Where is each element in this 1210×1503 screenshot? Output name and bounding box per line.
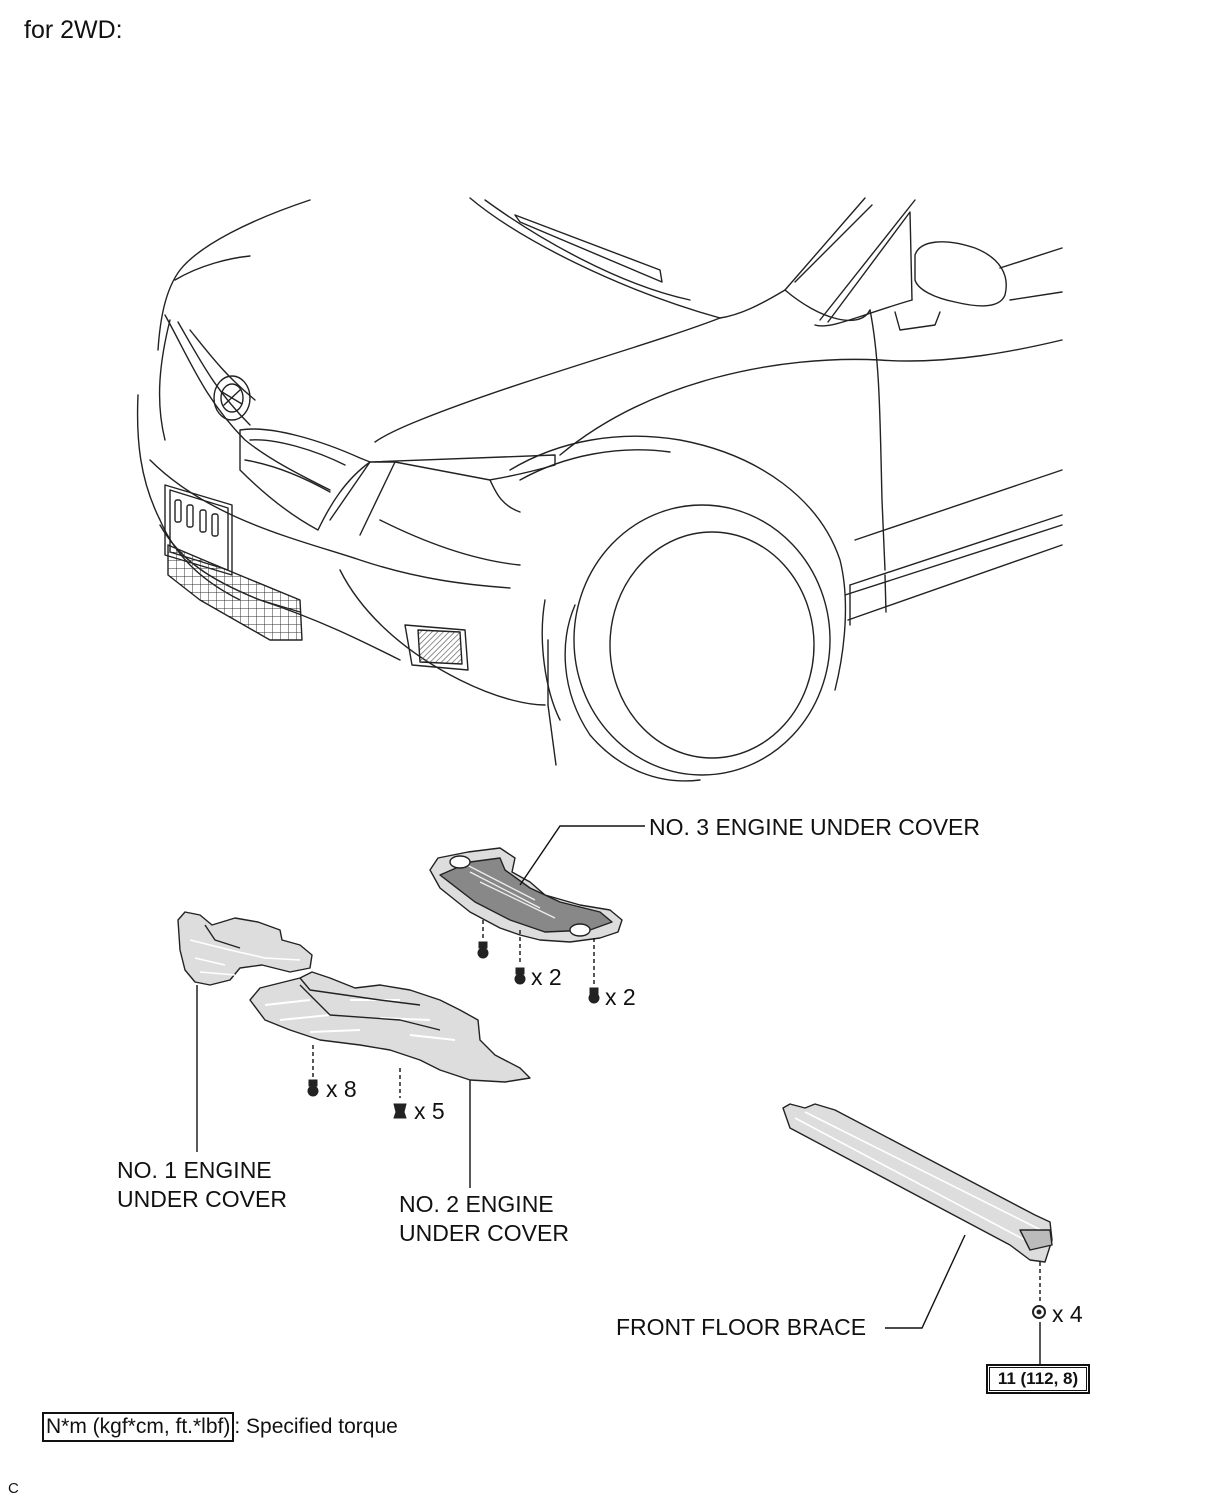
- clip-icon: [393, 1103, 407, 1119]
- no2-engine-under-cover-part: [249, 971, 531, 1083]
- footer-code: C: [8, 1480, 19, 1497]
- front-floor-brace-part: [782, 1103, 1053, 1263]
- no2-engine-under-cover-label: NO. 2 ENGINE UNDER COVER: [399, 1190, 569, 1248]
- front-floor-brace-label: FRONT FLOOR BRACE: [616, 1314, 867, 1340]
- no2-left-fastener-qty: x 8: [326, 1076, 357, 1102]
- vehicle-front-illustration: [136, 197, 1063, 782]
- no1-label-line2: UNDER COVER: [117, 1186, 287, 1212]
- nut-icon: [1032, 1305, 1046, 1319]
- bolt-icon: [477, 941, 489, 959]
- no3-left-fastener-qty: x 2: [531, 964, 562, 990]
- no3-engine-under-cover-part: [429, 847, 623, 943]
- legend-description: : Specified torque: [234, 1415, 398, 1438]
- no2-right-fastener-qty: x 5: [414, 1098, 445, 1124]
- brace-fastener-qty: x 4: [1052, 1301, 1083, 1327]
- bolt-icon: [307, 1079, 319, 1097]
- torque-spec-box: 11 (112, 8): [986, 1364, 1090, 1394]
- no1-engine-under-cover-part: [177, 911, 313, 986]
- no3-right-fastener-qty: x 2: [605, 984, 636, 1010]
- fastener-icons: [307, 941, 1046, 1319]
- no2-label-line1: NO. 2 ENGINE: [399, 1191, 554, 1217]
- no2-label-line2: UNDER COVER: [399, 1220, 569, 1246]
- torque-legend: N*m (kgf*cm, ft.*lbf): Specified torque: [42, 1412, 398, 1442]
- no1-label-line1: NO. 1 ENGINE: [117, 1157, 272, 1183]
- bolt-icon: [514, 967, 526, 985]
- no3-engine-under-cover-label: NO. 3 ENGINE UNDER COVER: [649, 814, 980, 840]
- section-heading: for 2WD:: [24, 16, 123, 44]
- leader-lines: [196, 825, 1041, 1364]
- bolt-icon: [588, 987, 600, 1004]
- no1-engine-under-cover-label: NO. 1 ENGINE UNDER COVER: [117, 1156, 287, 1214]
- legend-unit-box: N*m (kgf*cm, ft.*lbf): [42, 1412, 235, 1442]
